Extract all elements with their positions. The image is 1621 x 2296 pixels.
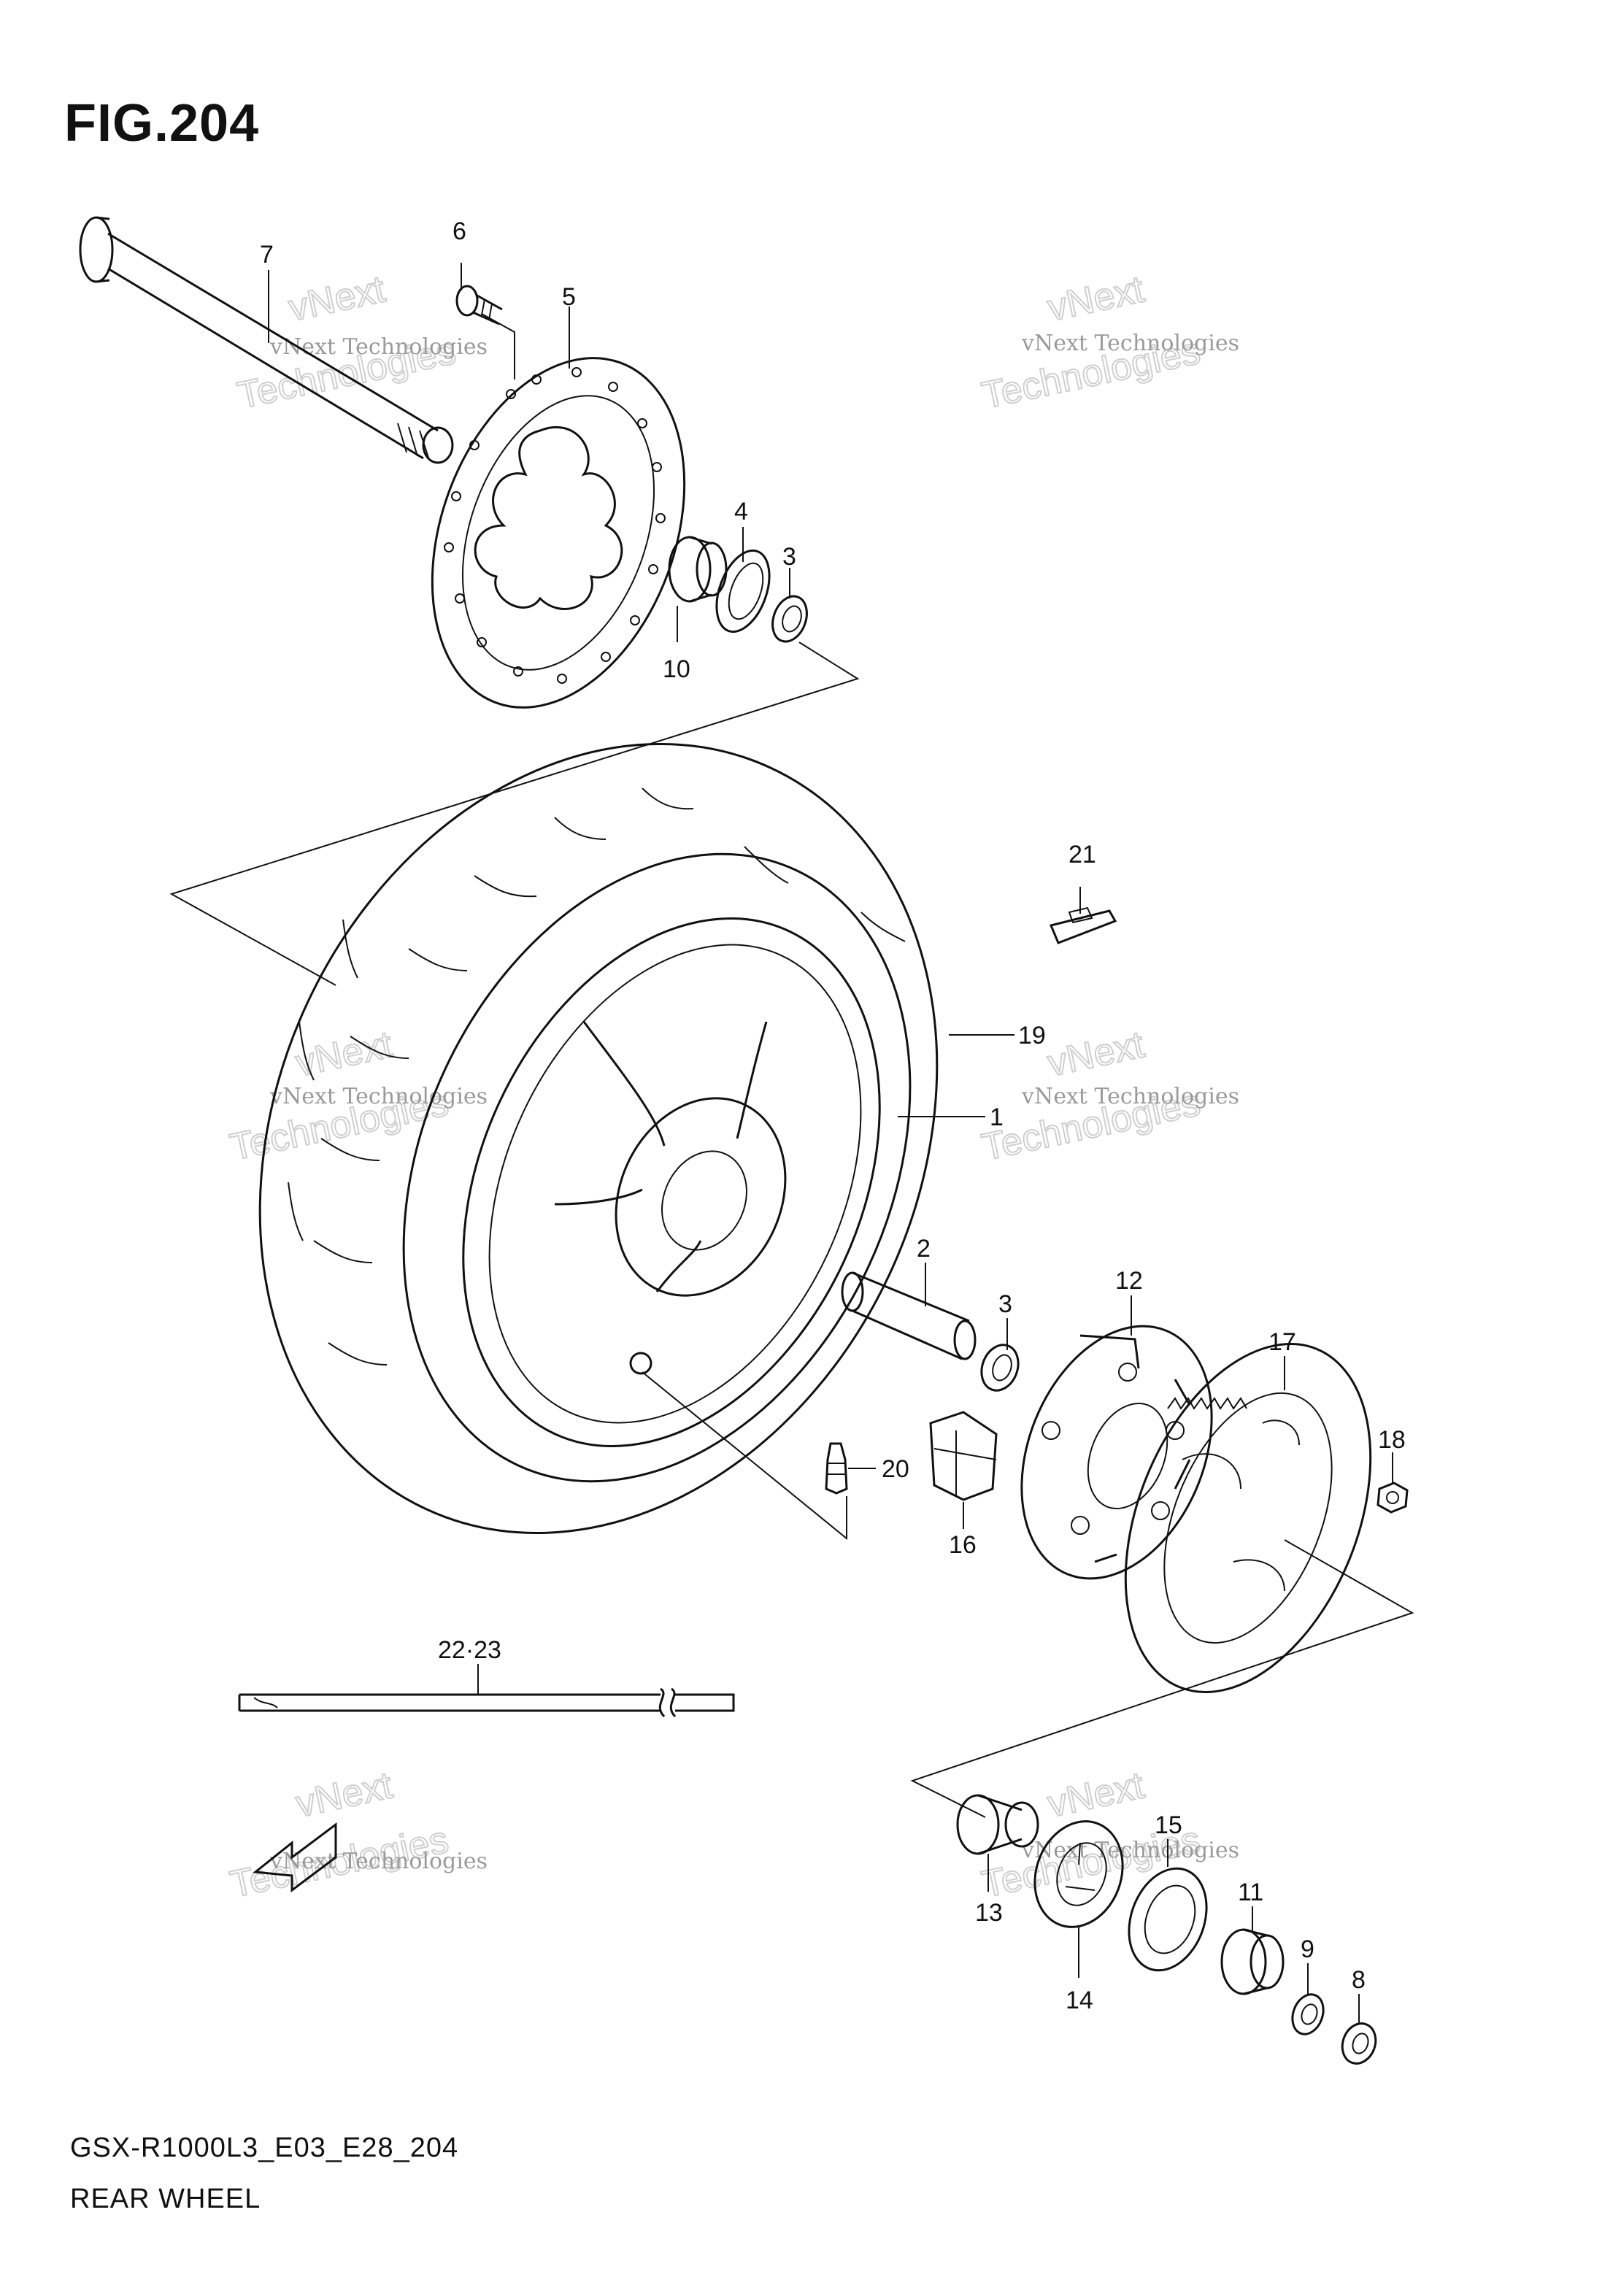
axle-part-7 [79,216,454,464]
svg-text:vNext: vNext [285,268,389,329]
callout-17: 17 [1268,1328,1296,1356]
watermark: Technologies vNext vNext Technologies [233,267,488,417]
callout-18: 18 [1378,1426,1406,1454]
svg-text:vNext: vNext [292,1023,396,1085]
svg-text:vNext: vNext [1044,1023,1148,1085]
callout-22-23: 22·23 [438,1636,501,1664]
tread-grooves [288,787,906,1365]
forward-arrow-icon [253,1822,337,1892]
rear-tire-part-19 [258,742,939,1535]
valve-part-20 [825,1442,848,1495]
svg-text:vNext: vNext [1044,1764,1148,1825]
callout-10: 10 [663,655,690,683]
bearing-part-3-lower [980,1344,1020,1392]
bracket-line [910,1539,1414,1818]
bracket-line [169,642,860,986]
svg-text:vNext Technologies: vNext Technologies [1021,1084,1239,1109]
callout-7: 7 [260,241,274,269]
leader-lines [268,263,1393,2023]
callout-15: 15 [1155,1811,1182,1839]
watermark-group: Technologies vNext vNext Technologies Te… [226,267,1239,1906]
balancer-part-21 [1049,906,1117,944]
disc-holes [444,367,666,684]
bearing-part-14 [1033,1820,1124,1928]
sprocket-drum-part-12 [1020,1325,1213,1580]
spacer-part-2 [841,1271,977,1360]
brake-disc-part-5 [431,357,686,709]
callout-12: 12 [1115,1267,1143,1295]
callout-5: 5 [562,283,576,311]
callout-11: 11 [1238,1879,1263,1906]
callout-labels: 7 6 5 4 3 10 21 19 1 2 3 12 17 18 20 16 … [260,217,1406,2014]
nut-part-8 [1341,2022,1377,2065]
collar-part-10 [668,536,728,603]
bolt-part-6 [455,285,503,325]
rim-stripe-part-22-23 [238,1687,735,1718]
callout-14: 14 [1066,1987,1093,2014]
callout-9: 9 [1301,1935,1314,1963]
watermark: Technologies vNext vNext Technologies [977,1763,1239,1906]
callout-19: 19 [1018,1022,1046,1049]
figure-title: FIG.204 [64,94,260,153]
svg-text:vNext Technologies: vNext Technologies [269,334,488,360]
damper-part-16 [929,1411,998,1501]
retainer-part-13 [956,1794,1039,1855]
spacer-part-11 [1220,1928,1285,1995]
callout-4: 4 [734,498,748,525]
callout-20: 20 [882,1455,909,1483]
callout-1: 1 [990,1103,1004,1131]
watermark: Technologies vNext vNext Technologies [226,1763,488,1906]
rear-wheel-rim-part-1 [462,917,881,1448]
watermark: Technologies vNext vNext Technologies [977,267,1239,417]
watermark: Technologies vNext vNext Technologies [226,1022,488,1169]
callout-2: 2 [917,1235,931,1263]
callout-13: 13 [975,1899,1003,1927]
dust-seal-part-15 [1128,1867,1208,1972]
bracket-line [481,313,515,380]
section-name-label: REAR WHEEL [70,2184,261,2214]
model-code-label: GSX-R1000L3_E03_E28_204 [70,2133,459,2163]
bearing-part-3-upper [771,595,808,643]
svg-text:vNext: vNext [292,1764,396,1825]
callout-21: 21 [1069,841,1096,868]
svg-text:vNext Technologies: vNext Technologies [1021,1838,1239,1863]
svg-text:vNext Technologies: vNext Technologies [269,1849,488,1874]
nut-part-18 [1376,1482,1409,1514]
svg-text:vNext: vNext [1044,268,1148,329]
callout-8: 8 [1352,1966,1366,1994]
callout-3-lower: 3 [998,1290,1012,1318]
callout-16: 16 [949,1531,977,1559]
dust-seal-part-4 [715,549,771,633]
washer-part-9 [1291,1993,1325,2035]
svg-text:vNext Technologies: vNext Technologies [269,1084,488,1109]
callout-3-upper: 3 [782,543,796,571]
rear-sprocket-part-17 [1124,1342,1372,1694]
callout-6: 6 [453,217,466,245]
svg-text:vNext Technologies: vNext Technologies [1021,331,1239,356]
